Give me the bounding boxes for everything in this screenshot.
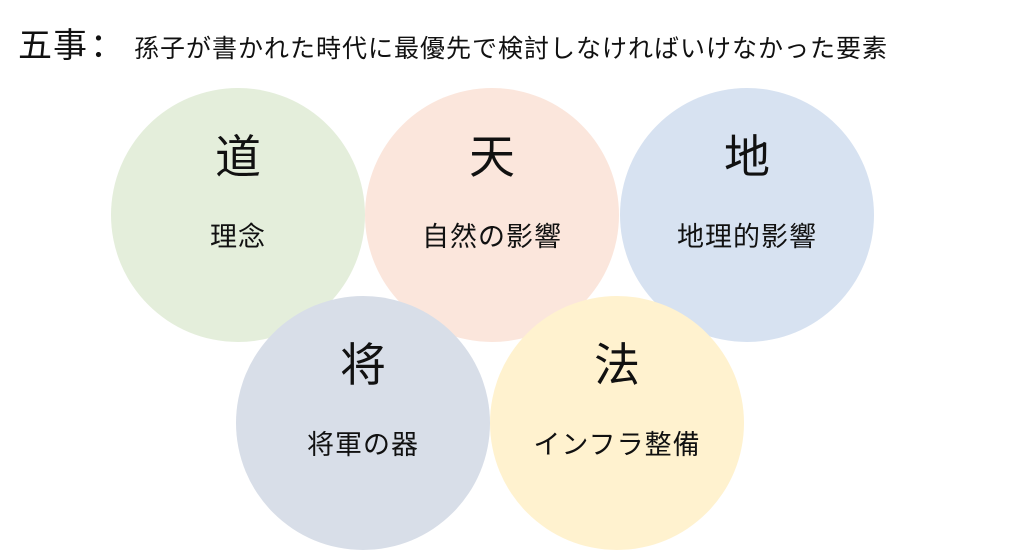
element-circle-hou: 法 インフラ整備 — [490, 296, 744, 550]
element-description: 将軍の器 — [307, 430, 419, 461]
element-description: 理念 — [210, 222, 266, 253]
element-label: 法 — [594, 338, 640, 392]
element-circle-dou: 道 理念 — [111, 88, 365, 342]
title-main: 五事 — [18, 26, 88, 66]
element-description: 地理的影響 — [677, 222, 817, 253]
element-label: 地 — [724, 130, 770, 184]
element-circle-shou: 将 将軍の器 — [236, 296, 490, 550]
page-title: 五事 ： 孫子が書かれた時代に最優先で検討しなければいけなかった要素 — [18, 18, 888, 68]
element-label: 道 — [215, 130, 261, 184]
element-label: 天 — [469, 130, 515, 184]
element-circle-chi: 地 地理的影響 — [620, 88, 874, 342]
element-circle-ten: 天 自然の影響 — [365, 88, 619, 342]
element-description: インフラ整備 — [533, 430, 701, 461]
title-colon: ： — [90, 26, 124, 66]
element-label: 将 — [340, 338, 386, 392]
title-subtitle: 孫子が書かれた時代に最優先で検討しなければいけなかった要素 — [134, 34, 889, 63]
element-description: 自然の影響 — [422, 222, 562, 253]
